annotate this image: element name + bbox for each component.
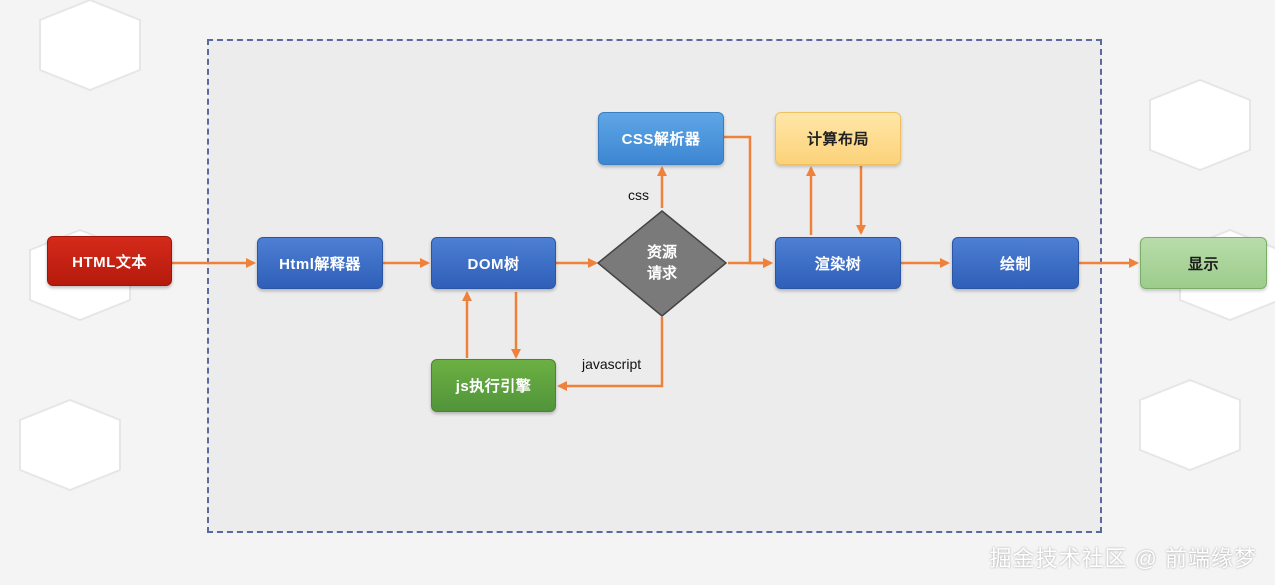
javascript-edge-label: javascript <box>582 356 642 372</box>
display-label: 显示 <box>1187 255 1219 273</box>
css-edge-label: css <box>628 187 649 203</box>
resource-request-line2: 请求 <box>646 265 677 282</box>
js-engine-node: js执行引擎 <box>431 359 556 412</box>
arrow-request-to-js <box>557 317 664 391</box>
render-tree-label: 渲染树 <box>814 255 862 273</box>
paint-node: 绘制 <box>952 237 1079 289</box>
resource-request-label: 资源 请求 <box>612 238 712 288</box>
html-text-node: HTML文本 <box>47 236 172 286</box>
resource-request-diamond <box>596 210 728 317</box>
css-parser-label: CSS解析器 <box>621 131 701 148</box>
arrow-css-to-render <box>724 135 773 268</box>
paint-label: 绘制 <box>999 255 1031 273</box>
resource-request-line1: 资源 <box>646 244 677 261</box>
dom-tree-label: DOM树 <box>467 255 520 273</box>
layout-node: 计算布局 <box>775 112 901 165</box>
css-parser-node: CSS解析器 <box>598 112 724 165</box>
js-engine-label: js执行引擎 <box>455 378 532 395</box>
watermark: 掘金技术社区 @ 前端缘梦 <box>989 546 1257 571</box>
render-tree-node: 渲染树 <box>775 237 901 289</box>
html-parser-node: Html解释器 <box>257 237 383 289</box>
html-text-label: HTML文本 <box>72 253 147 271</box>
dom-tree-node: DOM树 <box>431 237 556 289</box>
layout-label: 计算布局 <box>806 131 869 148</box>
html-parser-label: Html解释器 <box>279 255 361 273</box>
display-node: 显示 <box>1140 237 1267 289</box>
